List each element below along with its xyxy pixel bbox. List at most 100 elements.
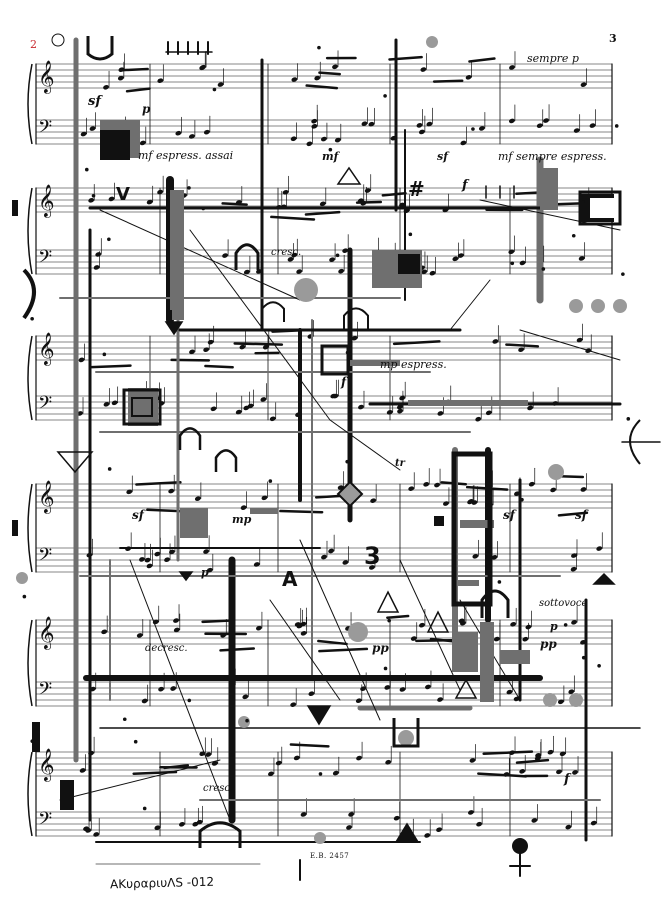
- treble-clef: 𝄞: [38, 184, 55, 218]
- note-head: [291, 76, 298, 82]
- black-triangle: [166, 322, 182, 334]
- black-block: [398, 254, 420, 274]
- marking-pp: pp: [372, 641, 389, 655]
- black-block: [12, 200, 18, 216]
- note-beam: [387, 616, 408, 618]
- gray-marker-block: [500, 650, 530, 664]
- black-triangle: [594, 574, 614, 584]
- note-head: [88, 197, 95, 203]
- marking-p: p: [142, 102, 150, 116]
- marking-tr: tr: [395, 458, 405, 469]
- ink-dot: [621, 272, 625, 276]
- note-head: [311, 123, 318, 129]
- note-beam: [560, 476, 583, 477]
- marking-mf-sempre-espress: mf sempre espress.: [498, 150, 607, 163]
- ink-dot: [409, 233, 413, 237]
- marking-sempre-p: sempre p: [527, 52, 579, 65]
- note-head: [420, 66, 427, 72]
- ink-dot: [498, 676, 502, 680]
- note-head: [393, 815, 400, 821]
- ink-dot: [345, 460, 349, 464]
- note-head: [519, 768, 526, 774]
- note-head: [542, 117, 549, 123]
- note-beam: [221, 648, 254, 650]
- note-beam: [205, 366, 232, 367]
- crescent-shape: [24, 270, 34, 318]
- gray-marker-block: [455, 580, 479, 586]
- treble-clef: 𝄞: [38, 332, 55, 366]
- treble-clef: 𝄞: [38, 60, 55, 94]
- note-head: [290, 136, 297, 142]
- gray-marker-block: [180, 508, 208, 538]
- note-head: [467, 809, 474, 815]
- ink-dot: [383, 94, 387, 98]
- note-head: [253, 561, 260, 567]
- note-head: [320, 136, 327, 142]
- note-head: [240, 505, 247, 511]
- note-head: [320, 554, 327, 560]
- note-head: [260, 396, 267, 402]
- note-head: [308, 691, 315, 697]
- ink-dot: [626, 417, 630, 421]
- note-head: [436, 827, 443, 833]
- note-head: [139, 140, 146, 146]
- arch-shape: [200, 823, 240, 848]
- note-head: [522, 636, 529, 642]
- gray-dot: [569, 299, 583, 313]
- gray-dot: [398, 730, 414, 746]
- black-block: [32, 722, 40, 752]
- note-head: [282, 189, 289, 195]
- ink-dot: [336, 254, 340, 258]
- note-head: [519, 260, 526, 266]
- note-head: [194, 496, 201, 502]
- marking-mp: mp: [232, 513, 251, 526]
- note-head: [111, 400, 118, 406]
- note-head: [528, 481, 535, 487]
- ink-dot: [187, 699, 191, 703]
- gray-marker-block: [540, 168, 558, 210]
- note-head: [557, 699, 564, 705]
- black-block: [100, 130, 130, 160]
- arch-shape: [236, 245, 258, 270]
- note-head: [207, 339, 214, 345]
- note-head: [508, 64, 515, 70]
- ink-dot: [581, 200, 585, 204]
- ink-dot: [269, 479, 273, 483]
- note-head: [269, 416, 276, 422]
- note-beam: [383, 193, 406, 195]
- note-head: [424, 832, 431, 838]
- gray-dot: [16, 572, 28, 584]
- note-head: [437, 410, 444, 416]
- note-head: [370, 498, 377, 504]
- ink-dot: [520, 498, 524, 502]
- note-head: [418, 622, 425, 628]
- outline-triangle: [378, 592, 398, 612]
- note-head: [203, 129, 210, 135]
- black-block: [60, 780, 74, 810]
- ink-dot: [542, 267, 546, 271]
- brace: [28, 188, 32, 274]
- gray-dot: [314, 832, 326, 844]
- note-beam: [319, 73, 339, 75]
- brace: [28, 752, 32, 836]
- note-beam: [92, 366, 131, 368]
- note-head: [261, 495, 268, 501]
- note-head: [357, 404, 364, 410]
- note-head: [429, 270, 436, 276]
- ink-dot: [319, 772, 323, 776]
- note-head: [386, 409, 393, 415]
- note-head: [101, 629, 108, 635]
- note-head: [573, 127, 580, 133]
- marking-sf: sf: [575, 508, 587, 522]
- note-head: [559, 751, 566, 757]
- note-head: [368, 121, 375, 127]
- ink-dot: [317, 46, 321, 50]
- ink-dot: [213, 88, 217, 92]
- note-beam: [280, 511, 322, 512]
- note-head: [275, 760, 282, 766]
- collage-diagonal: [330, 420, 400, 470]
- note-head: [332, 770, 339, 776]
- marking-sf: sf: [437, 150, 448, 163]
